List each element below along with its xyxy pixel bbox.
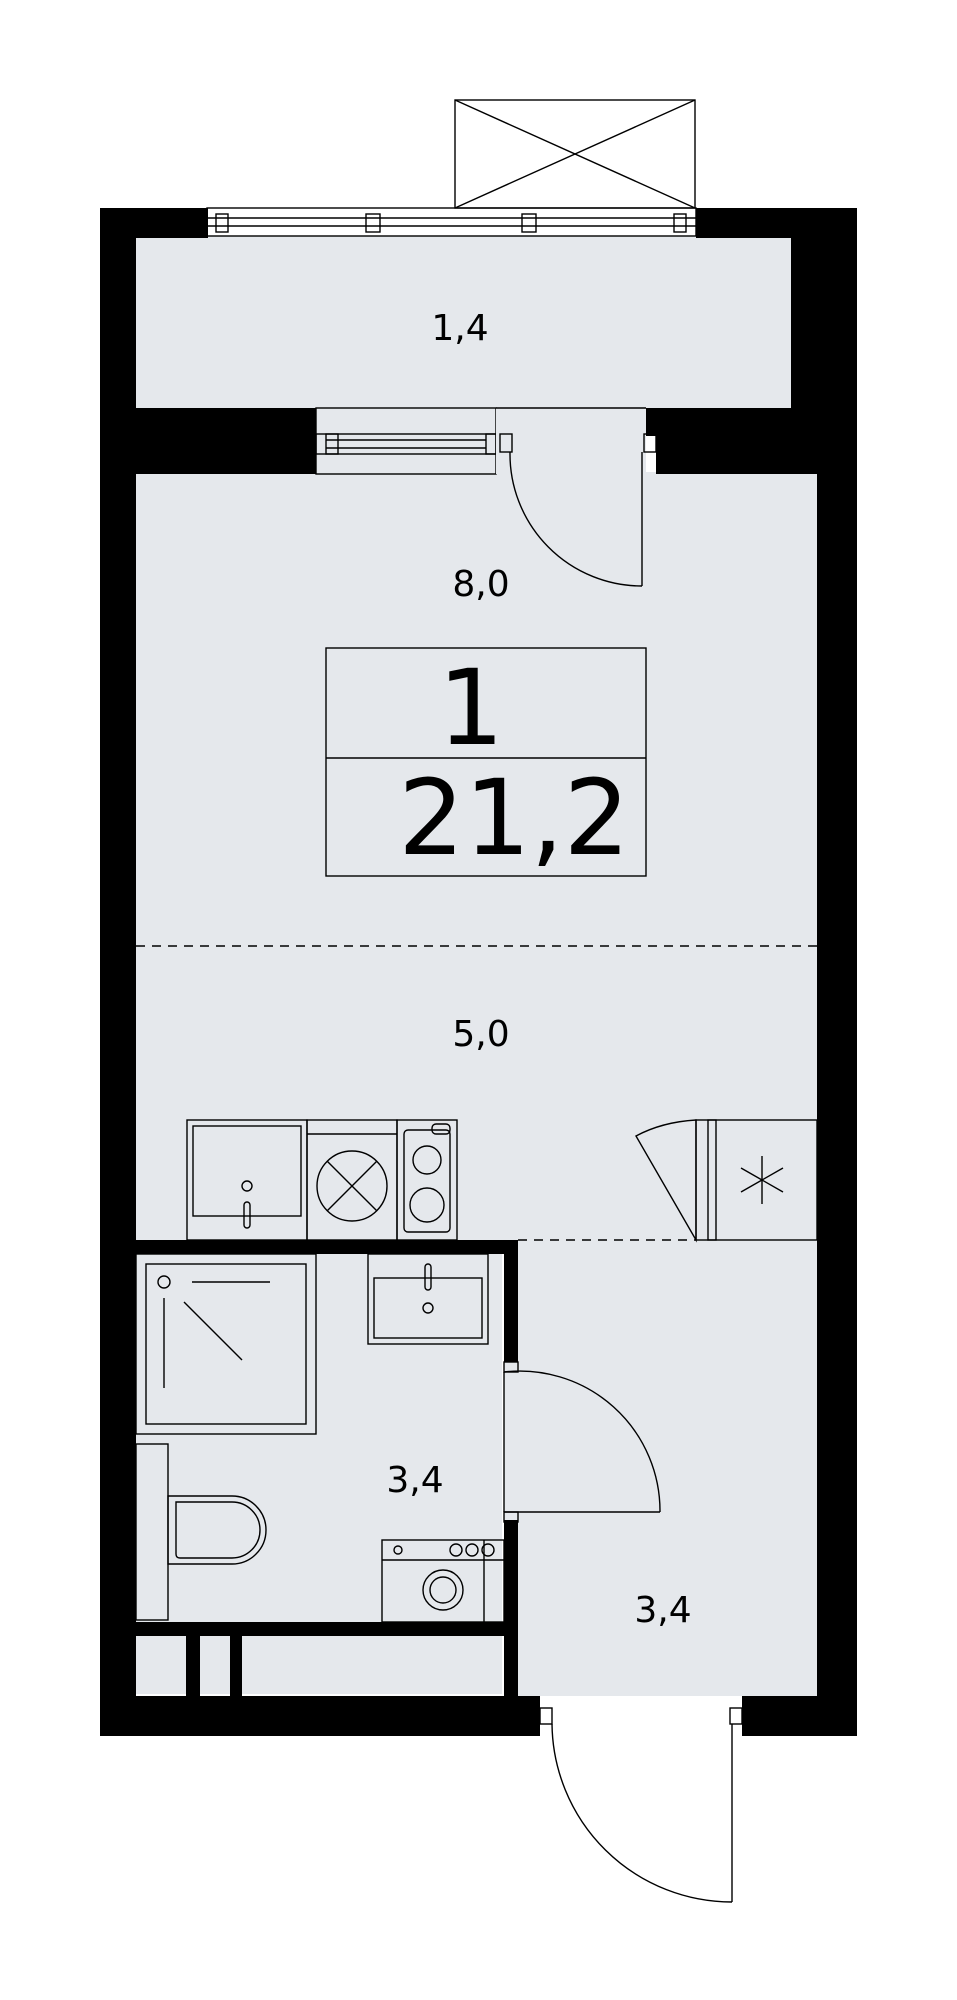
storage-post-2 — [230, 1636, 242, 1696]
loggia-wall-right — [646, 408, 857, 436]
room-area-balcony: 1,4 — [431, 308, 488, 349]
snowflake-icon — [740, 1156, 784, 1204]
bathroom-wall-right-lower — [504, 1520, 518, 1716]
balcony-wall-top-left — [100, 208, 208, 238]
loggia-window — [315, 407, 511, 475]
storage-post-1 — [186, 1636, 200, 1696]
bathroom-wall-bottom — [136, 1622, 516, 1636]
bathroom-wall-top — [136, 1240, 518, 1254]
apartment-summary: 1 21,2 — [325, 647, 647, 879]
shower-cabin — [135, 1253, 317, 1435]
balcony-window — [206, 207, 697, 237]
entrance-door — [539, 1696, 743, 1903]
washbasin — [367, 1253, 489, 1345]
bathroom-door — [503, 1361, 661, 1523]
balcony-door — [496, 407, 657, 587]
living-floor — [135, 472, 817, 1242]
room-area-hallway: 3,4 — [634, 1590, 691, 1631]
outer-wall-bottom-left — [100, 1696, 540, 1736]
walls — [100, 208, 857, 1736]
loggia-wall-left — [100, 408, 316, 474]
room-area-kitchen: 5,0 — [452, 1014, 509, 1055]
room-area-bathroom: 3,4 — [386, 1460, 443, 1501]
toilet — [135, 1443, 267, 1621]
refrigerator — [635, 1119, 818, 1243]
bathroom-wall-right-upper — [504, 1240, 518, 1362]
kitchen-stove — [396, 1119, 458, 1241]
washing-machine — [381, 1539, 505, 1623]
balcony-floor — [133, 236, 791, 408]
room-count: 1 — [438, 647, 504, 769]
ac-unit-box — [454, 99, 696, 209]
outer-wall-bottom-right — [742, 1696, 857, 1736]
loggia-wall-right-lower — [656, 436, 857, 474]
balcony-wall-right — [791, 208, 857, 408]
total-area: 21,2 — [398, 757, 630, 879]
hallway-floor — [518, 1240, 817, 1696]
room-area-living: 8,0 — [452, 564, 509, 605]
